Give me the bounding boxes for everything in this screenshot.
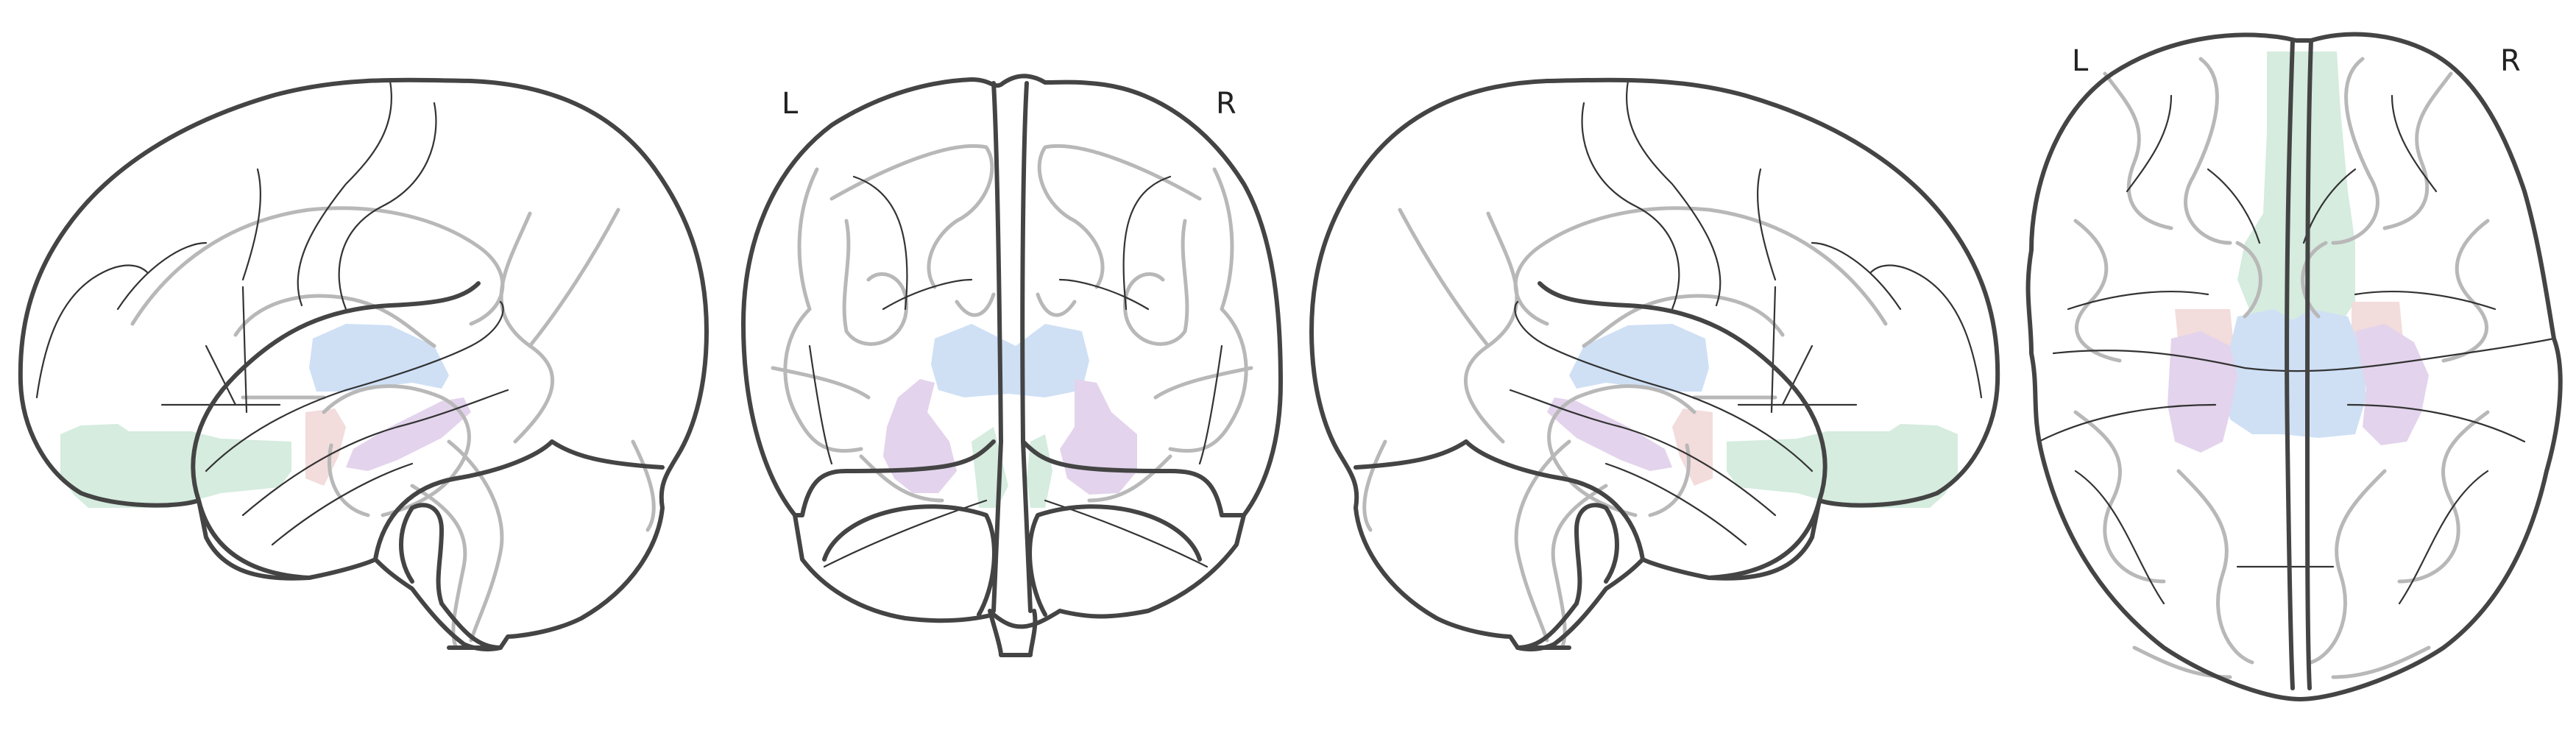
coronal-view <box>741 74 1283 657</box>
region-green-blob <box>2237 52 2355 331</box>
coronal-right-label: R <box>1216 87 1236 121</box>
coronal-outline <box>741 74 1283 629</box>
region-pink-blob <box>1672 408 1713 486</box>
region-green-blob <box>1027 434 1052 508</box>
region-purple-blob <box>883 379 957 493</box>
region-blue-blob <box>931 324 1089 397</box>
axial-view <box>2025 32 2563 701</box>
sagittal-right-outline <box>1309 77 2000 652</box>
region-purple-blob <box>346 397 471 471</box>
region-purple-blob <box>2355 324 2429 445</box>
axial-left-label: L <box>2072 44 2089 78</box>
region-blue-blob <box>2223 309 2366 438</box>
region-green-blob <box>60 424 291 508</box>
axial-outline <box>2025 32 2563 701</box>
sagittal-left-view <box>18 77 709 652</box>
axial-right-label: R <box>2500 44 2521 78</box>
region-blue-blob <box>309 324 449 392</box>
coronal-left-label: L <box>782 87 799 121</box>
region-blue-blob <box>1569 324 1709 392</box>
region-purple-blob <box>1060 379 1137 495</box>
sagittal-left-outline <box>18 77 709 652</box>
sagittal-right-view <box>1309 77 2000 652</box>
region-pink-blob <box>305 408 346 486</box>
region-purple-blob <box>1547 397 1672 471</box>
region-purple-blob <box>2168 331 2237 453</box>
region-green-blob <box>1727 424 1958 508</box>
